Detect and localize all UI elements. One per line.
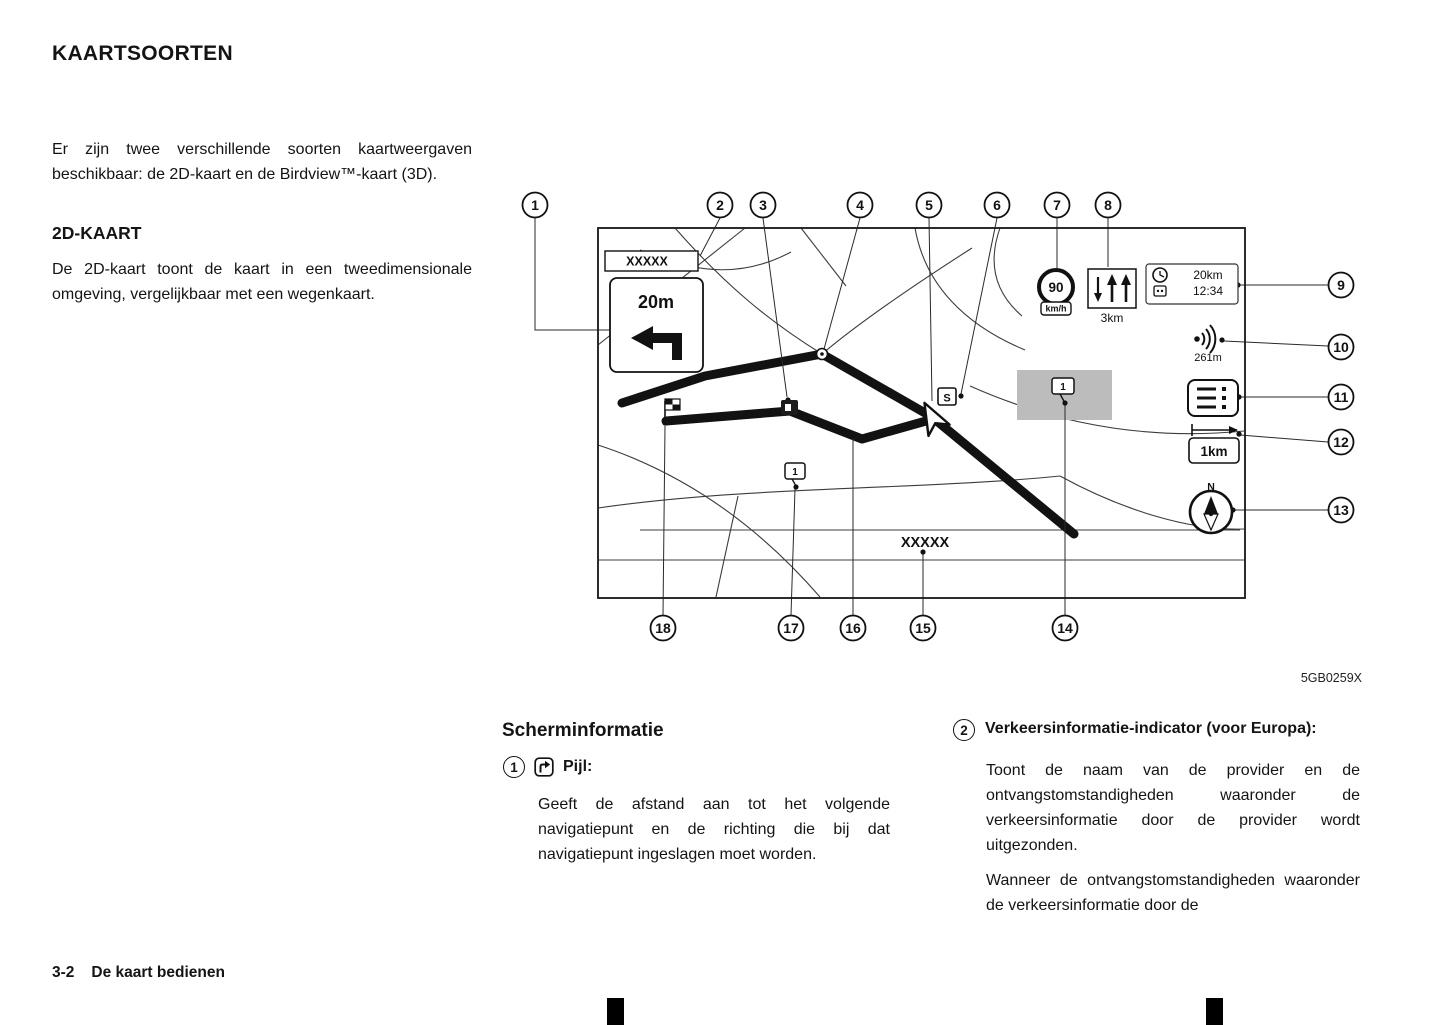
destination-pin-label: 1 xyxy=(1060,382,1066,393)
section-2d-paragraph: De 2D-kaart toont de kaart in een tweedi… xyxy=(52,261,472,303)
map-frame-border xyxy=(597,227,1246,599)
svg-text:15: 15 xyxy=(915,620,931,636)
svg-text:5: 5 xyxy=(925,197,933,213)
svg-text:14: 14 xyxy=(1057,620,1073,636)
item-2-body-2: Wanneer de ontvangstomstandigheden waaro… xyxy=(986,872,1360,914)
callout-1: 1 xyxy=(521,191,549,219)
scale-indicator: 1km xyxy=(1188,424,1240,464)
callout-17: 17 xyxy=(777,614,805,642)
callout-6: 6 xyxy=(983,191,1011,219)
svg-text:9: 9 xyxy=(1337,277,1345,293)
compass-icon: N xyxy=(1188,481,1234,535)
intro-paragraph: Er zijn twee verschillende soorten kaart… xyxy=(52,141,472,183)
print-registration-mark xyxy=(607,998,624,1025)
callout-13: 13 xyxy=(1327,496,1355,524)
waypoint-marker xyxy=(815,347,829,361)
arrival-time-label: 12:34 xyxy=(1193,284,1223,298)
area-name-label: XXXXX xyxy=(626,255,668,269)
junction-icon xyxy=(781,400,798,415)
screen-info-heading: Scherminformatie xyxy=(502,720,664,741)
callout-3: 3 xyxy=(749,191,777,219)
lane-guidance-box: 3km xyxy=(1087,268,1137,325)
street-name-label: XXXXX xyxy=(901,535,950,551)
svg-text:10: 10 xyxy=(1333,339,1349,355)
svg-text:12: 12 xyxy=(1333,434,1349,450)
turn-left-arrow-icon xyxy=(631,326,682,360)
traffic-antenna-icon xyxy=(1194,324,1217,354)
svg-text:1: 1 xyxy=(531,197,539,213)
speed-limit-value: 90 xyxy=(1048,280,1063,295)
svg-text:7: 7 xyxy=(1053,197,1061,213)
callout-12: 12 xyxy=(1327,428,1355,456)
gps-icon xyxy=(1153,285,1167,297)
svg-text:8: 8 xyxy=(1104,197,1112,213)
speed-limit-sign: 90 km/h xyxy=(1037,268,1075,316)
svg-text:2: 2 xyxy=(716,197,724,213)
svg-text:13: 13 xyxy=(1333,502,1349,518)
lane-arrow-down-icon xyxy=(1094,277,1102,302)
destination-pin: 1 xyxy=(1051,377,1075,404)
page-footer: 3-2 De kaart bedienen xyxy=(52,964,225,982)
callout-2: 2 xyxy=(706,191,734,219)
menu-list-icon xyxy=(1187,379,1239,417)
compass-north-label: N xyxy=(1207,481,1215,493)
screen-info-item-2: 2 Verkeersinformatie-indicator (voor Eur… xyxy=(953,719,1373,741)
destination-flag-icon xyxy=(664,398,681,423)
speed-limit-unit: km/h xyxy=(1045,304,1066,314)
clock-icon xyxy=(1152,267,1168,283)
print-registration-mark xyxy=(1206,998,1223,1025)
scale-label: 1km xyxy=(1200,444,1227,459)
callout-10: 10 xyxy=(1327,333,1355,361)
lane-arrow-up-icon xyxy=(1107,274,1117,302)
callout-14: 14 xyxy=(1051,614,1079,642)
callout-15: 15 xyxy=(909,614,937,642)
footer-section-title: De kaart bedienen xyxy=(91,964,225,981)
lane-arrow-up-icon xyxy=(1121,274,1131,302)
turn-arrow-icon xyxy=(534,757,554,777)
svg-text:17: 17 xyxy=(783,620,799,636)
item-2-number-badge: 2 xyxy=(953,719,975,741)
callout-8: 8 xyxy=(1094,191,1122,219)
area-name-box: XXXXX xyxy=(604,250,699,272)
lane-distance-label: 3km xyxy=(1101,311,1124,325)
callout-11: 11 xyxy=(1327,383,1355,411)
callout-4: 4 xyxy=(846,191,874,219)
traffic-distance-label: 261m xyxy=(1194,352,1222,364)
svg-text:3: 3 xyxy=(759,197,767,213)
background-roads xyxy=(597,227,1245,598)
start-marker: S xyxy=(937,387,957,406)
current-position-icon xyxy=(923,401,951,438)
callout-5: 5 xyxy=(915,191,943,219)
callout-7: 7 xyxy=(1043,191,1071,219)
svg-text:16: 16 xyxy=(845,620,861,636)
leader-lines xyxy=(534,217,1329,616)
svg-text:6: 6 xyxy=(993,197,1001,213)
callout-9: 9 xyxy=(1327,271,1355,299)
svg-text:18: 18 xyxy=(655,620,671,636)
item-1-number-badge: 1 xyxy=(503,756,525,778)
page-title: KAARTSOORTEN xyxy=(52,42,233,65)
callout-16: 16 xyxy=(839,614,867,642)
turn-distance-label: 20m xyxy=(638,292,674,312)
screen-info-item-1: 1 Pijl: xyxy=(503,756,592,778)
start-marker-label: S xyxy=(943,393,950,405)
callout-18: 18 xyxy=(649,614,677,642)
section-title-2d: 2D-KAART xyxy=(52,223,142,243)
map-figure: S 1 1 xyxy=(500,190,1370,650)
item-2-label: Verkeersinformatie-indicator (voor Europ… xyxy=(985,720,1317,737)
route-pin-label: 1 xyxy=(792,467,798,478)
item-2-body-1: Toont de naam van de provider en de ontv… xyxy=(986,762,1360,854)
item-1-label: Pijl: xyxy=(563,758,593,775)
svg-text:4: 4 xyxy=(856,197,864,213)
route-pin: 1 xyxy=(784,462,806,487)
remaining-distance-label: 20km xyxy=(1193,268,1222,282)
figure-code: 5GB0259X xyxy=(1300,671,1362,685)
footer-page-number: 3-2 xyxy=(52,964,75,981)
svg-text:11: 11 xyxy=(1334,389,1349,405)
turn-info-box: 20m xyxy=(609,277,704,373)
item-1-body: Geeft de afstand aan tot het volgende na… xyxy=(538,796,890,863)
map-diagram: S 1 1 xyxy=(521,191,1355,642)
trip-info-box: 20km 12:34 xyxy=(1145,263,1239,305)
